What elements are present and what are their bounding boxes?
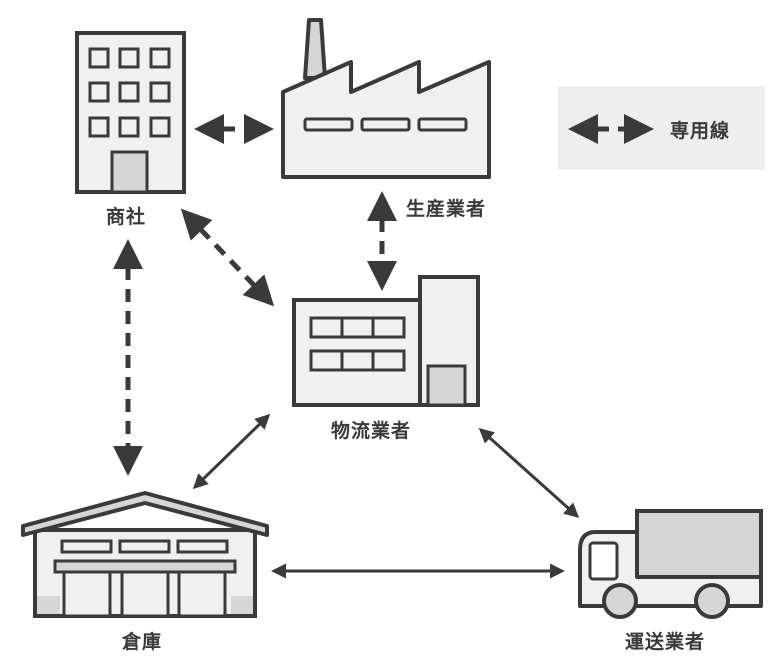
label-trading-company: 商社 xyxy=(106,206,147,228)
truck-icon xyxy=(578,509,763,619)
link-trading-logistics xyxy=(180,208,275,307)
warehouse-icon xyxy=(21,491,269,618)
label-producer: 生産業者 xyxy=(406,198,487,220)
office-building-icon xyxy=(75,31,186,194)
logistics-building-icon xyxy=(292,275,480,407)
legend-box xyxy=(558,86,765,170)
link-logistics-warehouse xyxy=(192,413,271,490)
label-transport: 運送業者 xyxy=(625,631,706,653)
label-logistics: 物流業者 xyxy=(331,420,412,442)
legend-label: 専用線 xyxy=(670,120,731,142)
label-warehouse: 倉庫 xyxy=(122,631,163,653)
factory-icon xyxy=(281,18,491,179)
link-logistics-transport xyxy=(478,427,580,519)
